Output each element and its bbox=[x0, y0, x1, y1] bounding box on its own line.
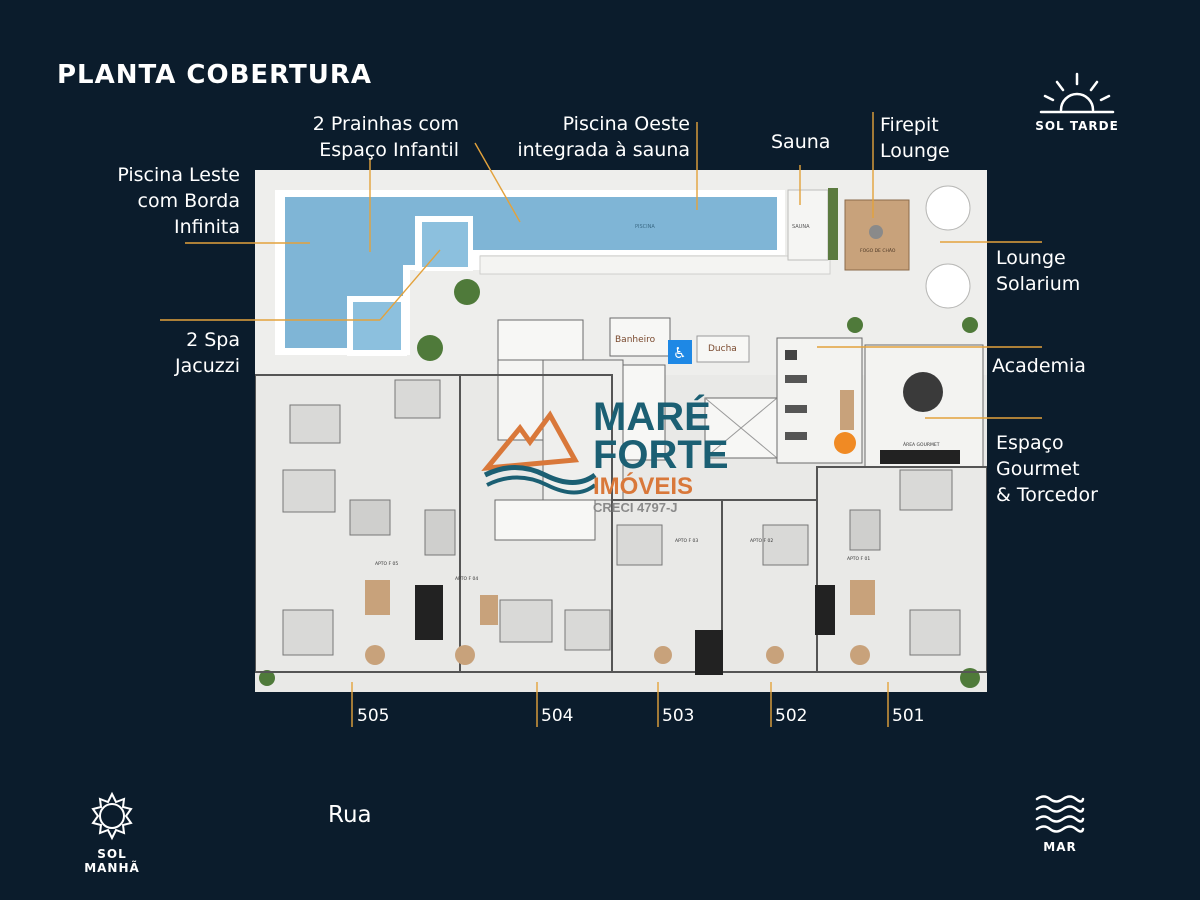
label-prainhas: 2 Prainhas com Espaço Infantil bbox=[312, 113, 459, 161]
sun-icon bbox=[91, 791, 133, 841]
unit-504: 504 bbox=[541, 706, 574, 726]
label-piscina-leste: Piscina Leste com Borda Infinita bbox=[117, 164, 240, 238]
label-sauna: Sauna bbox=[771, 131, 831, 153]
apto-501-label: APTO F 01 bbox=[847, 556, 870, 562]
logo-line3: IMÓVEIS bbox=[593, 472, 693, 500]
fogo-label: FOGO DE CHÃO bbox=[860, 247, 896, 254]
logo-creci: CRECI 4797-J bbox=[593, 500, 678, 515]
mar-indicator: MAR bbox=[1015, 793, 1105, 854]
floor-plan: PISCINA SAUNA FOGO DE CHÃO Banheiro ♿ Du… bbox=[255, 170, 987, 692]
unit-502: 502 bbox=[775, 706, 808, 726]
unit-501: 501 bbox=[892, 706, 925, 726]
ducha-label: Ducha bbox=[708, 344, 737, 354]
unit-505: 505 bbox=[357, 706, 390, 726]
unit-503: 503 bbox=[662, 706, 695, 726]
apto-502-label: APTO F 02 bbox=[750, 538, 773, 544]
page-title: PLANTA COBERTURA bbox=[57, 60, 372, 90]
logo-line1: MARÉ bbox=[593, 394, 711, 439]
mare-forte-logo: MARÉ FORTE IMÓVEIS CRECI 4797-J bbox=[481, 394, 729, 515]
apto-504-label: APTO F 04 bbox=[455, 576, 478, 582]
banheiro-label: Banheiro bbox=[615, 335, 656, 345]
label-academia: Academia bbox=[992, 355, 1086, 377]
sauna-small-label: SAUNA bbox=[792, 224, 810, 230]
apto-505-label: APTO F 05 bbox=[375, 561, 398, 567]
sol-manha-indicator: SOL MANHÃ bbox=[67, 790, 157, 875]
apto-503-label: APTO F 03 bbox=[675, 538, 698, 544]
sol-tarde-indicator: SOL TARDE bbox=[1032, 70, 1122, 133]
rua-label: Rua bbox=[328, 802, 372, 828]
label-gourmet: Espaço Gourmet & Torcedor bbox=[996, 432, 1098, 506]
sunset-icon bbox=[1039, 72, 1115, 114]
accessibility-icon: ♿ bbox=[673, 344, 686, 362]
label-piscina-oeste: Piscina Oeste integrada à sauna bbox=[517, 113, 690, 161]
label-lounge-solarium: Lounge Solarium bbox=[996, 247, 1081, 295]
pool-label: PISCINA bbox=[635, 224, 655, 230]
label-firepit: Firepit Lounge bbox=[880, 114, 950, 162]
waves-icon bbox=[1035, 795, 1085, 833]
gourmet-small-label: ÁREA GOURMET bbox=[903, 441, 940, 448]
logo-line2: FORTE bbox=[593, 433, 729, 477]
label-spa: 2 Spa Jacuzzi bbox=[175, 329, 240, 377]
